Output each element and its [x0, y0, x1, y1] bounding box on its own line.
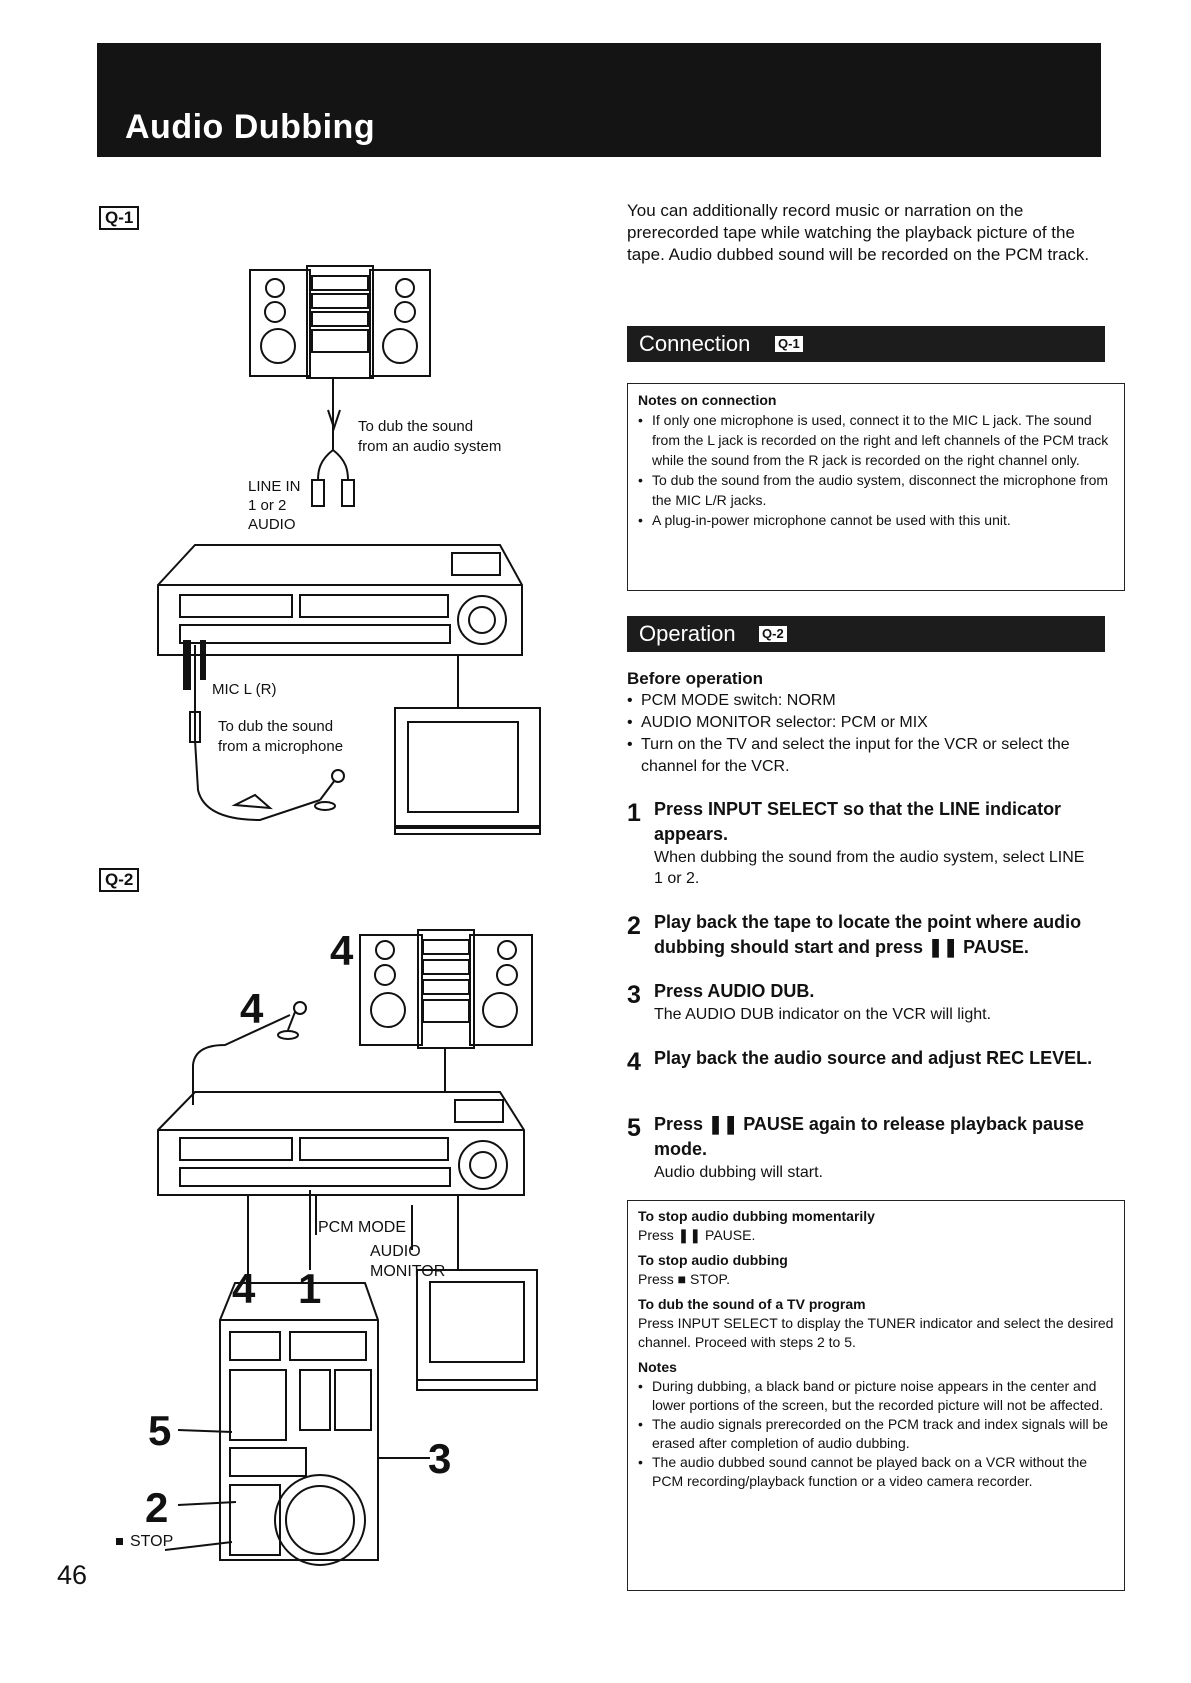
stop-dubbing-text: Press ■ STOP.: [638, 1271, 730, 1287]
step-3-number: 3: [627, 981, 641, 1009]
before-operation-title: Before operation: [627, 669, 764, 688]
tips-box: To stop audio dubbing momentarily Press …: [627, 1200, 1125, 1591]
step-5-number: 5: [627, 1114, 641, 1142]
callout-1-vcr: 1: [298, 1265, 321, 1312]
connection-section-title: Connection: [639, 331, 751, 356]
step-2-heading: Play back the tape to locate the point w…: [654, 912, 1082, 957]
figure-label-q2: Q-2: [99, 868, 140, 892]
step-1: 1 Press INPUT SELECT so that the LINE in…: [627, 797, 1097, 889]
tips-note-3: The audio dubbed sound cannot be played …: [638, 1453, 1114, 1491]
callout-5-remote: 5: [148, 1407, 171, 1454]
vcr-icon-2: [157, 1091, 525, 1196]
callout-4-stereo: 4: [330, 927, 354, 974]
figure-label-q1: Q-1: [99, 206, 140, 230]
pcm-mode-label: PCM MODE: [318, 1219, 406, 1236]
step-2: 2 Play back the tape to locate the point…: [627, 910, 1097, 960]
tv-icon: [394, 707, 541, 835]
operation-section-bar: Operation Q-2: [627, 616, 1105, 652]
connection-diagram: To dub the sound from an audio system LI…: [116, 265, 541, 1566]
step-5-heading: Press ❚❚ PAUSE again to release playback…: [654, 1114, 1085, 1159]
step-3-heading: Press AUDIO DUB.: [654, 981, 815, 1001]
before-item-1: PCM MODE switch: NORM: [627, 690, 1097, 712]
stop-label: STOP: [130, 1533, 173, 1550]
step-1-heading: Press INPUT SELECT so that the LINE indi…: [654, 799, 1062, 844]
remote-control-icon: [219, 1282, 379, 1566]
mic-jack-label: MIC L (R): [212, 681, 276, 698]
tips-note-1: During dubbing, a black band or picture …: [638, 1377, 1114, 1415]
callout-3-remote: 3: [428, 1435, 451, 1482]
step-3-description: The AUDIO DUB indicator on the VCR will …: [654, 1006, 992, 1023]
stop-momentarily-title: To stop audio dubbing momentarily: [638, 1208, 875, 1224]
connection-notes-title: Notes on connection: [638, 392, 777, 408]
line-in-label: LINE IN: [248, 478, 301, 495]
tv-program-text: Press INPUT SELECT to display the TUNER …: [638, 1315, 1114, 1350]
tv-icon-2: [416, 1269, 538, 1391]
line-in-audio-label: AUDIO: [248, 516, 296, 533]
tv-program-title: To dub the sound of a TV program: [638, 1296, 866, 1312]
vcr-icon: [157, 544, 523, 656]
audio-caption-line1: To dub the sound: [358, 418, 473, 435]
before-operation: Before operation PCM MODE switch: NORM A…: [627, 668, 1097, 778]
step-4-number: 4: [627, 1048, 641, 1076]
page-title: Audio Dubbing: [125, 108, 376, 146]
mic-caption-line1: To dub the sound: [218, 718, 333, 735]
callout-2-remote: 2: [145, 1484, 168, 1531]
step-4-heading: Play back the audio source and adjust RE…: [654, 1048, 1093, 1068]
callout-4-mic: 4: [240, 985, 264, 1032]
connection-note-3: A plug-in-power microphone cannot be use…: [638, 510, 1114, 530]
connection-note-1: If only one microphone is used, connect …: [638, 410, 1114, 470]
audio-monitor-label-line2: MONITOR: [370, 1263, 445, 1280]
step-1-description: When dubbing the sound from the audio sy…: [654, 849, 1085, 887]
before-item-3: Turn on the TV and select the input for …: [627, 734, 1097, 778]
intro-paragraph: You can additionally record music or nar…: [627, 201, 1090, 264]
title-bar: Audio Dubbing: [97, 43, 1101, 157]
tips-note-2: The audio signals prerecorded on the PCM…: [638, 1415, 1114, 1453]
connection-section-bar: Connection Q-1: [627, 326, 1105, 362]
audio-monitor-label-line1: AUDIO: [370, 1243, 421, 1260]
step-5-description: Audio dubbing will start.: [654, 1164, 823, 1181]
step-5: 5 Press ❚❚ PAUSE again to release playba…: [627, 1112, 1097, 1183]
connection-section-tag: Q-1: [775, 336, 803, 352]
stop-momentarily-text: Press ❚❚ PAUSE.: [638, 1227, 756, 1243]
mic-caption-line2: from a microphone: [218, 738, 343, 755]
operation-section-title: Operation: [639, 621, 736, 646]
line-in-number-label: 1 or 2: [248, 497, 286, 514]
audio-caption-line2: from an audio system: [358, 438, 501, 455]
page-number: 46: [57, 1560, 88, 1590]
step-3: 3 Press AUDIO DUB. The AUDIO DUB indicat…: [627, 979, 1097, 1025]
callout-4-vcr: 4: [232, 1265, 256, 1312]
microphone-icon: [231, 769, 345, 811]
step-1-number: 1: [627, 799, 641, 827]
stereo-system-icon-2: [359, 929, 533, 1049]
step-2-number: 2: [627, 912, 641, 940]
step-4: 4 Play back the audio source and adjust …: [627, 1046, 1097, 1076]
before-item-2: AUDIO MONITOR selector: PCM or MIX: [627, 712, 1097, 734]
connection-notes-box: Notes on connection If only one micropho…: [627, 383, 1125, 591]
operation-section-tag: Q-2: [759, 626, 787, 642]
stop-dubbing-title: To stop audio dubbing: [638, 1252, 788, 1268]
tips-notes-title: Notes: [638, 1359, 677, 1375]
connection-note-2: To dub the sound from the audio system, …: [638, 470, 1114, 510]
stereo-system-icon: [249, 265, 431, 379]
